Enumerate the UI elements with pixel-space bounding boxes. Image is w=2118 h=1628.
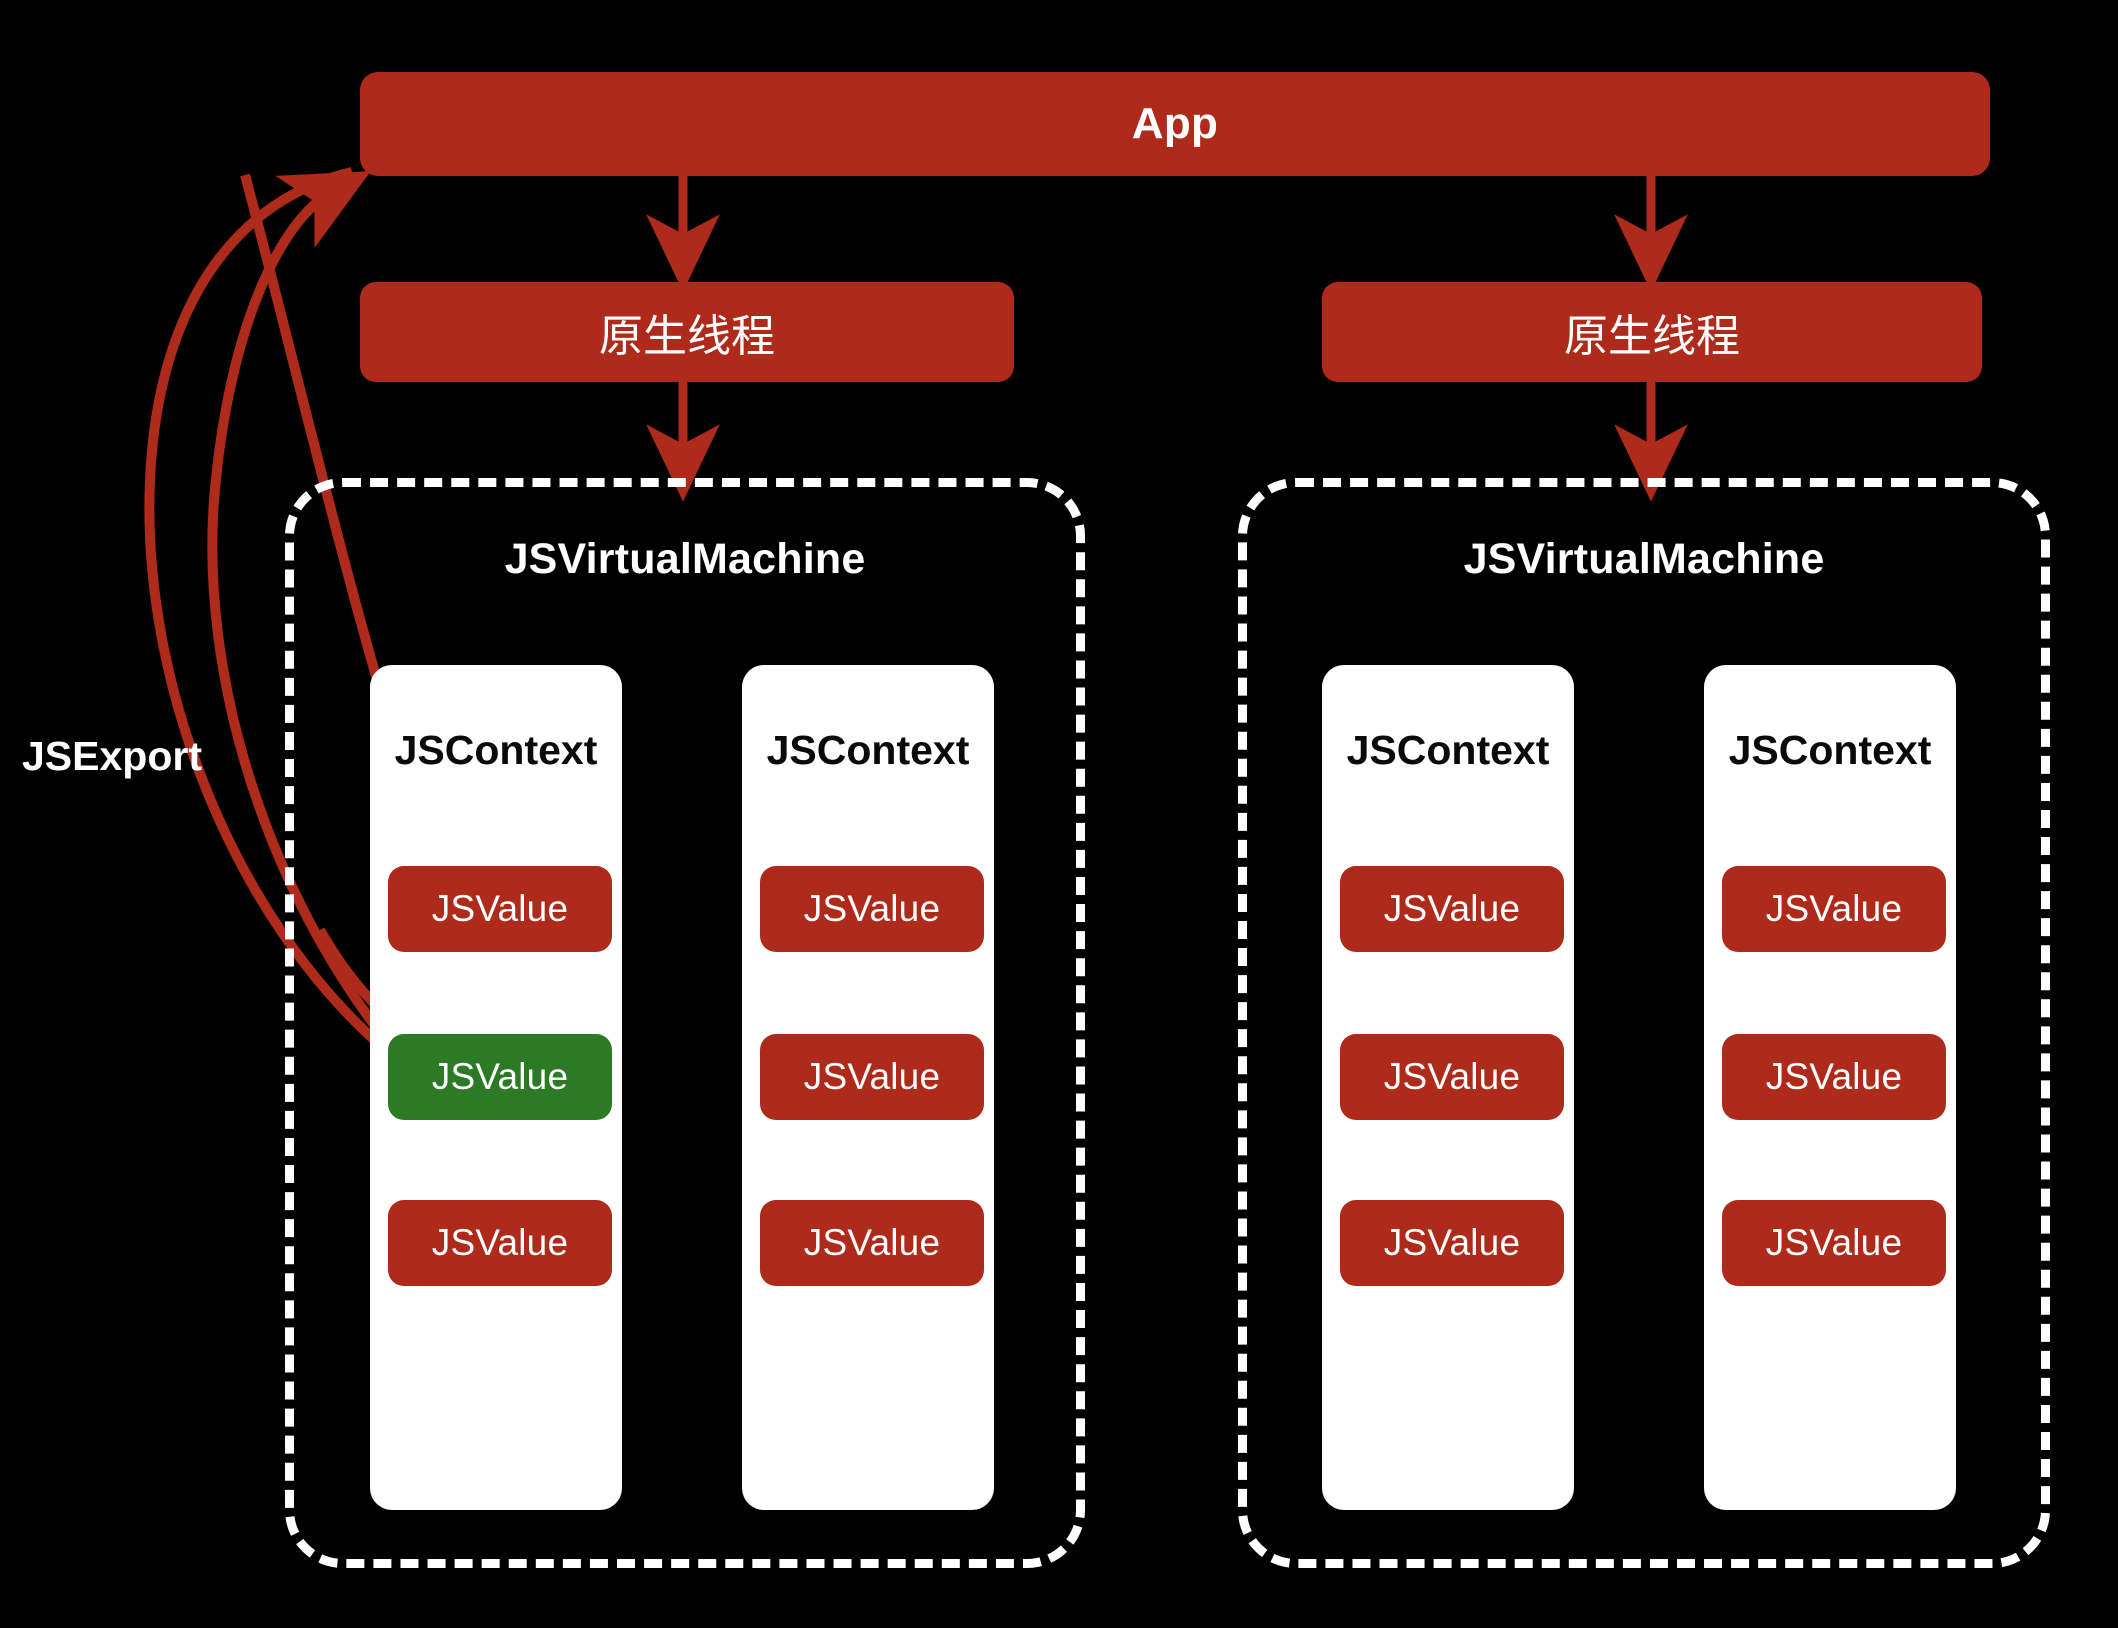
jsvalue-pill-left-2-3[interactable]: JSValue: [760, 1200, 984, 1286]
app-node[interactable]: App: [360, 72, 1990, 176]
jsvirtualmachine-container-right[interactable]: [1238, 478, 2050, 1568]
jsvalue-pill-left-2-2[interactable]: JSValue: [760, 1034, 984, 1120]
jsvalue-pill-left-1-3[interactable]: JSValue: [388, 1200, 612, 1286]
jsvalue-pill-right-2-2[interactable]: JSValue: [1722, 1034, 1946, 1120]
jsvalue-pill-right-1-1[interactable]: JSValue: [1340, 866, 1564, 952]
jsvalue-pill-right-2-1[interactable]: JSValue: [1722, 866, 1946, 952]
jsexport-label: JSExport: [22, 733, 202, 779]
jsvalue-pill-right-1-3[interactable]: JSValue: [1340, 1200, 1564, 1286]
jsvalue-pill-right-1-2[interactable]: JSValue: [1340, 1034, 1564, 1120]
jscontext-title-left-2: JSContext: [766, 727, 970, 773]
jsvalue-pill-left-2-1[interactable]: JSValue: [760, 866, 984, 952]
jsvalue-pill-left-1-2[interactable]: JSValue: [388, 1034, 612, 1120]
jscontext-title-right-1: JSContext: [1346, 727, 1550, 773]
jsvalue-pill-right-2-3[interactable]: JSValue: [1722, 1200, 1946, 1286]
jscontext-title-left-1: JSContext: [394, 727, 598, 773]
jscontext-title-right-2: JSContext: [1728, 727, 1932, 773]
jsvirtualmachine-title-right: JSVirtualMachine: [1463, 535, 1825, 583]
native-thread-node-left[interactable]: 原生线程: [360, 282, 1014, 382]
jsvirtualmachine-title-left: JSVirtualMachine: [504, 535, 866, 583]
jsvirtualmachine-container-left[interactable]: [285, 478, 1085, 1568]
jsvalue-pill-left-1-1[interactable]: JSValue: [388, 866, 612, 952]
native-thread-node-right[interactable]: 原生线程: [1322, 282, 1982, 382]
